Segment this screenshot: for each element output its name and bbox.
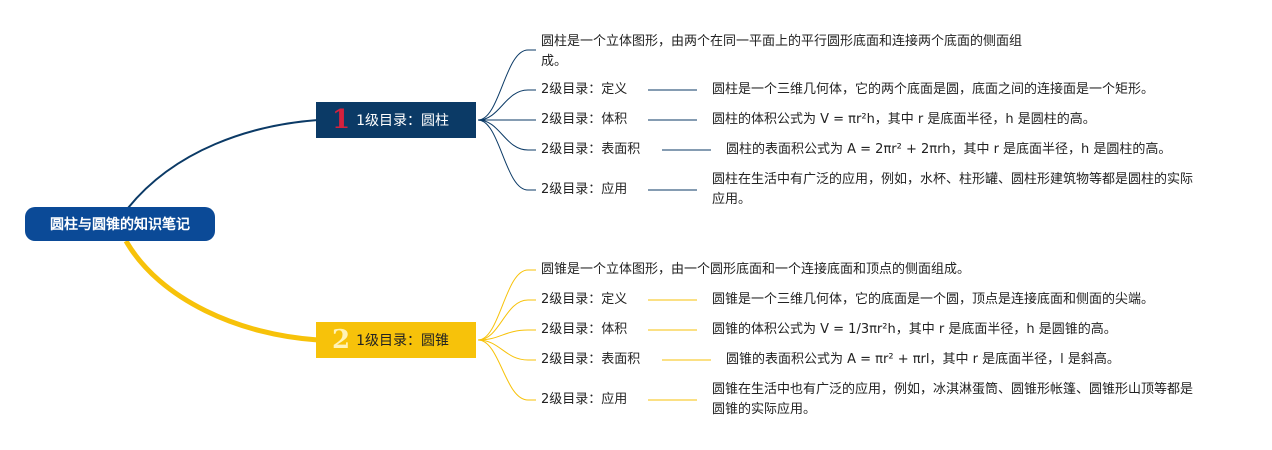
branch-1-summary: 圆柱是一个立体图形，由两个在同一平面上的平行圆形底面和连接两个底面的侧面组成。 xyxy=(541,34,1023,69)
branch-2-item-2-label[interactable]: 2级目录：体积 xyxy=(541,322,628,337)
branch-2-item-1-text: 圆锥是一个三维几何体，它的底面是一个圆，顶点是连接底面和侧面的尖端。 xyxy=(712,292,1155,307)
branch-2-item-2-text: 圆锥的体积公式为 V = 1/3πr²h，其中 r 是底面半径，h 是圆锥的高。 xyxy=(712,322,1117,337)
branch-node-cone[interactable]: 2 1级目录：圆锥 xyxy=(316,322,476,358)
branch-1-item-1-text: 圆柱是一个三维几何体，它的两个底面是圆，底面之间的连接面是一个矩形。 xyxy=(712,82,1155,97)
branch-2-item-1-label[interactable]: 2级目录：定义 xyxy=(541,292,628,307)
branch-1-item-4-label[interactable]: 2级目录：应用 xyxy=(541,182,628,197)
branch-1-item-3-label[interactable]: 2级目录：表面积 xyxy=(541,142,641,157)
branch-2-fan xyxy=(477,269,711,401)
root-to-branch-1-line xyxy=(127,119,319,209)
branch-title-1: 1级目录：圆柱 xyxy=(356,113,450,129)
branch-1-fan xyxy=(477,49,711,191)
branch-node-cylinder[interactable]: 1 1级目录：圆柱 xyxy=(316,102,476,138)
branch-2-summary: 圆锥是一个立体图形，由一个圆形底面和一个连接底面和顶点的侧面组成。 xyxy=(541,262,971,277)
branch-1-item-1-label[interactable]: 2级目录：定义 xyxy=(541,82,628,97)
branch-2-item-3-text: 圆锥的表面积公式为 A = πr² + πrl，其中 r 是底面半径，l 是斜高… xyxy=(726,352,1120,367)
branch-1-item-4-text: 圆柱在生活中有广泛的应用，例如，水杯、柱形罐、圆柱形建筑物等都是圆柱的实际应用。 xyxy=(712,172,1194,207)
branch-1-item-3-text: 圆柱的表面积公式为 A = 2πr² + 2πrh，其中 r 是底面半径，h 是… xyxy=(726,142,1172,157)
branch-number-2: 2 xyxy=(332,325,351,355)
root-title: 圆柱与圆锥的知识笔记 xyxy=(50,217,190,233)
branch-2-item-4-label[interactable]: 2级目录：应用 xyxy=(541,392,628,407)
branch-number-1: 1 xyxy=(332,105,351,135)
branch-1-item-2-label[interactable]: 2级目录：体积 xyxy=(541,112,628,127)
root-to-branch-2-line xyxy=(123,239,319,343)
branch-2-item-3-label[interactable]: 2级目录：表面积 xyxy=(541,352,641,367)
branch-2-item-4-text: 圆锥在生活中也有广泛的应用，例如，冰淇淋蛋筒、圆锥形帐篷、圆锥形山顶等都是圆锥的… xyxy=(712,382,1194,417)
branch-title-2: 1级目录：圆锥 xyxy=(356,333,450,349)
root-node[interactable]: 圆柱与圆锥的知识笔记 xyxy=(25,207,215,241)
branch-1-item-2-text: 圆柱的体积公式为 V = πr²h，其中 r 是底面半径，h 是圆柱的高。 xyxy=(712,112,1096,127)
